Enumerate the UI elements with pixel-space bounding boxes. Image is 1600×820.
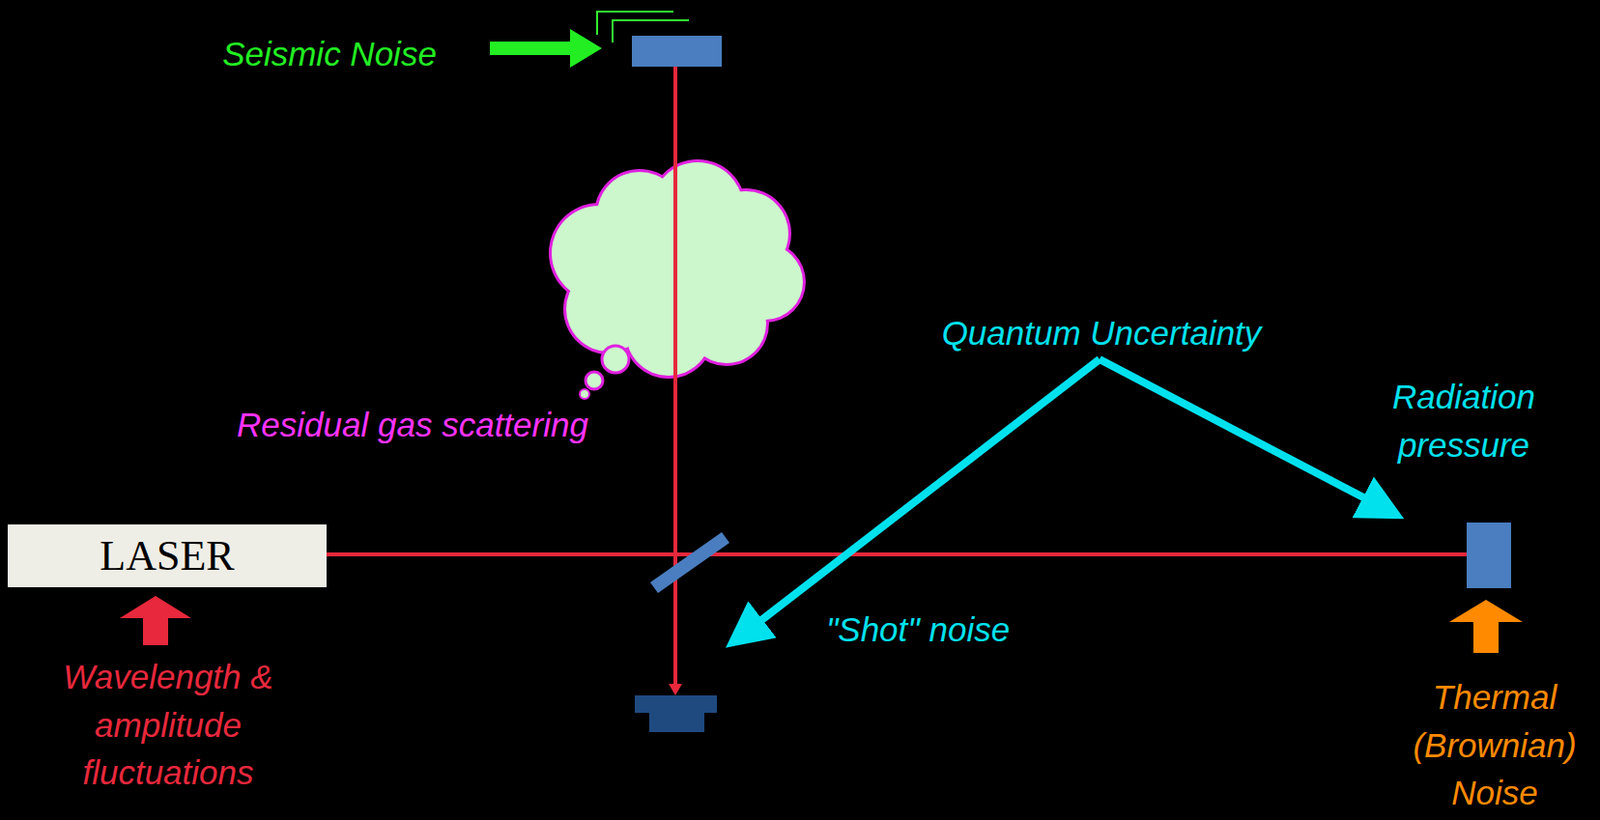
seismic-arrow <box>489 28 602 68</box>
thermal-label: Thermal (Brownian) Noise <box>1393 673 1597 818</box>
laser-beam <box>673 66 678 688</box>
radiation-label: Radiation pressure <box>1362 372 1566 469</box>
quantum-arrow <box>743 359 1100 634</box>
quantum-arrow <box>1099 359 1384 509</box>
photodetector <box>634 695 717 733</box>
gas-label: Residual gas scattering <box>236 400 589 450</box>
motion-lines <box>597 11 674 35</box>
laser-label: LASER <box>99 531 234 581</box>
beamsplitter <box>650 532 730 594</box>
motion-lines <box>612 20 689 43</box>
quantum-label: Quantum Uncertainty <box>942 309 1262 358</box>
shot-label: "Shot" noise <box>826 605 1010 655</box>
end-mirror <box>631 35 722 67</box>
end-mirror <box>1466 522 1512 589</box>
laser-box: LASER <box>7 524 327 588</box>
laser-noise-arrow <box>119 596 192 646</box>
thermal-arrow <box>1449 600 1523 654</box>
laser-beam <box>326 552 1467 557</box>
laser-noise-label: Wavelength & amplitude fluctuations <box>52 653 285 798</box>
beam-arrowhead <box>668 684 683 696</box>
seismic-label: Seismic Noise <box>222 29 437 79</box>
